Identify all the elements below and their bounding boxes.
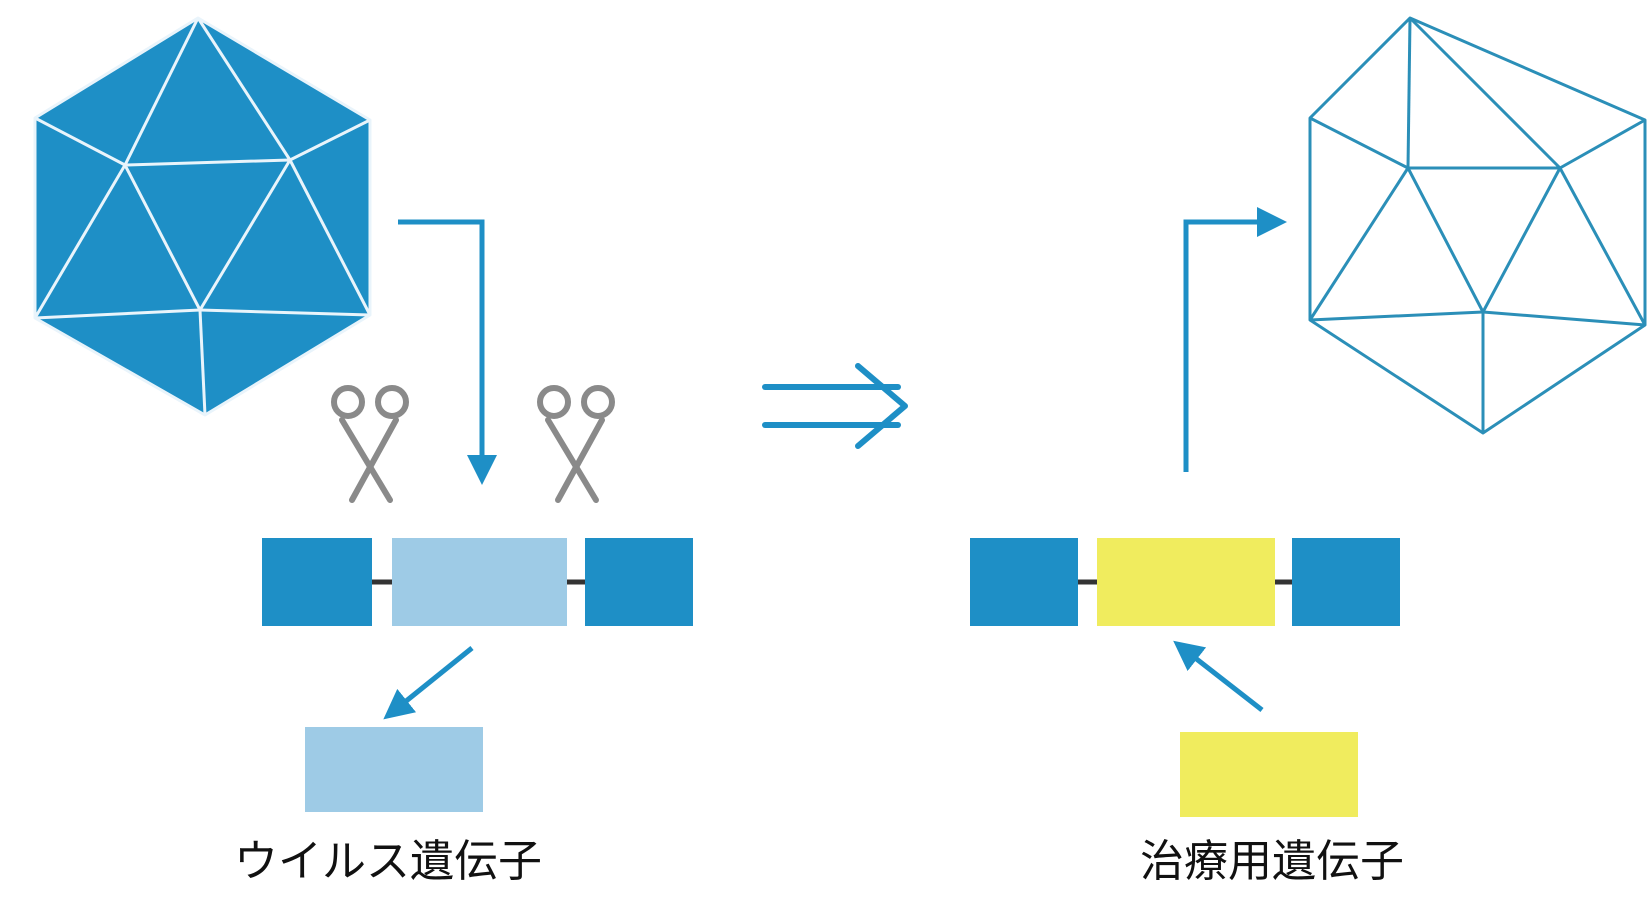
therapeutic-genome-construct (970, 538, 1400, 626)
inserted-therapeutic-gene-block (1180, 732, 1358, 817)
package-genome-arrow (1183, 207, 1287, 472)
viral-genome-construct (262, 538, 693, 626)
right-flank-block (1292, 538, 1400, 626)
viral-gene-block (392, 538, 567, 626)
removed-viral-gene-block (305, 727, 483, 812)
virus-capsid-filled (33, 16, 372, 417)
virus-capsid-outline (1308, 16, 1647, 435)
double-arrow-icon (762, 363, 908, 449)
scissors-icon (331, 385, 409, 503)
scissors-icon (537, 385, 615, 503)
therapeutic-gene-label: 治療用遺伝子 (1140, 836, 1404, 887)
viral-gene-label: ウイルス遺伝子 (234, 836, 542, 887)
therapeutic-gene-block (1097, 538, 1275, 626)
right-flank-block (585, 538, 693, 626)
insert-therapeutic-gene-arrow (1173, 640, 1264, 712)
extract-genome-arrow (398, 219, 497, 485)
left-flank-block (262, 538, 372, 626)
left-flank-block (970, 538, 1078, 626)
remove-viral-gene-arrow (383, 646, 474, 720)
